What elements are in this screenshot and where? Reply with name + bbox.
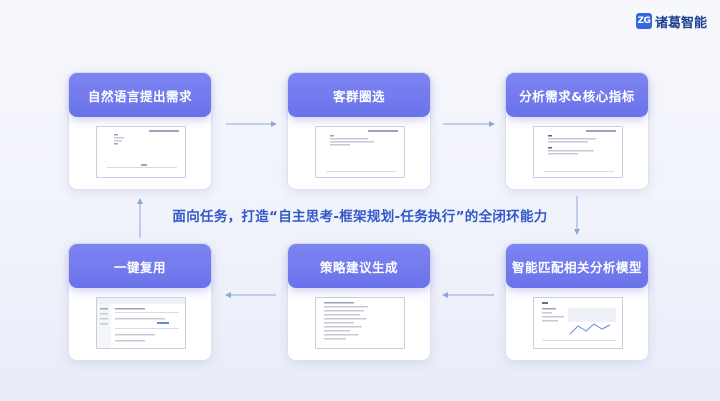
step-title: 自然语言提出需求 [87,88,192,104]
step-title: 分析需求&核心指标 [519,88,635,104]
brand-mark-icon: ZG [636,13,652,29]
step-card-header: 智能匹配相关分析模型 [506,244,648,288]
step-card-header: 分析需求&核心指标 [506,73,648,117]
step-card-header: 客群圈选 [288,73,430,117]
step-card-header: 一键复用 [69,244,211,288]
step-screenshot-thumbnail [533,297,623,349]
step-screenshot-thumbnail [96,126,186,178]
brand-logo: ZG 诸葛智能 [636,10,707,32]
step-screenshot-thumbnail [533,126,623,178]
step-title: 客群圈选 [332,88,385,104]
step-screenshot-thumbnail [315,126,405,178]
step-title: 智能匹配相关分析模型 [511,259,642,275]
step-title: 策略建议生成 [319,259,398,275]
step-card-header: 自然语言提出需求 [69,73,211,117]
step-card-header: 策略建议生成 [288,244,430,288]
step-card-strategy-generation: 策略建议生成 [287,243,431,361]
step-card-audience-selection: 客群圈选 [287,72,431,190]
step-card-natural-language-request: 自然语言提出需求 [68,72,212,190]
step-card-analyze-needs-metrics: 分析需求&核心指标 [505,72,649,190]
step-screenshot-thumbnail [315,297,405,349]
step-card-one-click-reuse: 一键复用 [68,243,212,361]
closed-loop-caption: 面向任务，打造“自主思考-框架规划-任务执行”的全闭环能力 [172,209,548,225]
step-card-smart-model-match: 智能匹配相关分析模型 [505,243,649,361]
step-screenshot-thumbnail [96,297,186,349]
step-title: 一键复用 [113,259,166,275]
brand-name: 诸葛智能 [655,15,708,31]
